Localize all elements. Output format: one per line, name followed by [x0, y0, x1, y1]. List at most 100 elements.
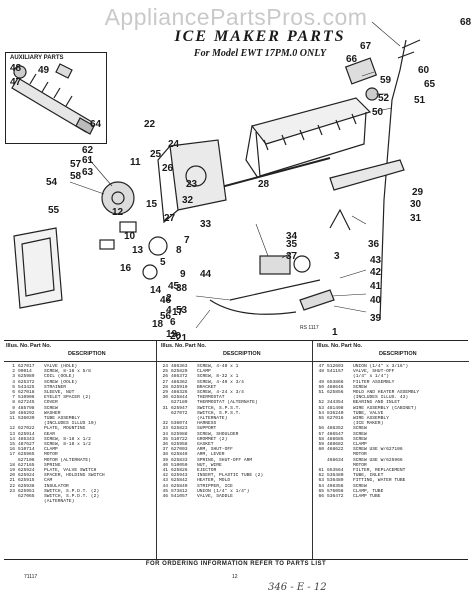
callout: 16 [120, 263, 132, 274]
part-number: 486326 [171, 390, 188, 396]
callout: 37 [286, 251, 298, 262]
callout: 61 [82, 155, 94, 166]
part-description: MOTOR (ALTERNATE) [44, 457, 91, 463]
part-number: 486363 [171, 364, 188, 369]
part-number: 541057 [171, 494, 188, 500]
callout: 20 [170, 331, 182, 342]
callout: 43 [370, 255, 382, 266]
part-number: 836240 [327, 410, 344, 416]
part-description: HARNESS [197, 421, 217, 427]
part-description: SWITCH, S.P.S.T. [197, 410, 242, 416]
part-number: 536030 [18, 416, 35, 422]
illus-number: 59 [318, 442, 324, 448]
part-description: STRAINER [44, 384, 67, 390]
part-description: SCREW (OOLE) [44, 379, 78, 385]
illus-number: 15 [9, 442, 15, 448]
illus-number: 19 [9, 468, 15, 474]
part-number: 536480 [327, 473, 344, 479]
callout: 39 [370, 313, 382, 324]
part-description: SCREW [353, 436, 367, 442]
part-description: SPRING, SHUT-OFF ARM [197, 457, 253, 463]
part-number: 468634 [327, 457, 344, 463]
part-description: SWITCH, S.P.S.T. [197, 405, 242, 411]
part-number: 627072 [171, 410, 188, 416]
part-number: 536472 [327, 494, 344, 500]
part-description: SCREW, 4-40 x 1 [197, 364, 239, 369]
callout: 28 [258, 179, 270, 190]
illus-number: 43 [162, 478, 168, 484]
illus-number: 32 [162, 421, 168, 427]
illus-number: 28 [162, 384, 168, 390]
illus-number: 1 [12, 364, 15, 369]
part-number: 625842 [171, 478, 188, 484]
callout: 36 [368, 239, 380, 250]
callout: 4 [166, 305, 172, 316]
callout: 54 [46, 177, 58, 188]
part-description: GEAR [44, 431, 56, 437]
illus-number: 35 [162, 436, 168, 442]
callout: 10 [124, 231, 136, 242]
part-description: SCREW, SHOULDER [197, 431, 239, 437]
illus-number: 22 [9, 483, 15, 489]
illus-number: 53 [318, 405, 324, 411]
header-description: DESCRIPTION [379, 351, 417, 357]
part-description: BRACKET [197, 384, 217, 390]
part-description: SCREW [44, 405, 58, 411]
part-number: 625856 [327, 390, 344, 396]
illus-number: 6 [12, 390, 15, 396]
part-number: 573812 [171, 488, 188, 494]
watermark: AppliancePartsPros.com [104, 4, 368, 30]
illus-number: 20 [9, 473, 15, 479]
page-title: ICE MAKER PARTS [174, 28, 346, 45]
document-code: 71117 [24, 574, 38, 580]
part-number: 99014 [18, 369, 32, 375]
callout: 49 [38, 65, 50, 76]
part-description: COIL (OOLE) [44, 374, 75, 380]
callout: 5 [160, 257, 166, 268]
callout: 31 [410, 213, 422, 224]
illus-number: 57 [318, 431, 324, 437]
part-description: SWITCH, S.P.D.T. (2) [44, 488, 100, 494]
part-number: 625372 [18, 379, 35, 385]
part-description: FILTER, REPLACEMENT [353, 468, 406, 474]
part-description: SCREW, 8-32 x 1 [197, 374, 239, 380]
part-number: 487627 [18, 442, 35, 448]
callout: 32 [182, 195, 194, 206]
callout: 58 [70, 171, 82, 182]
part-description: (INCLUDES ILLUS. 43) [353, 395, 409, 401]
part-description: VALVE (HOLE) [44, 364, 78, 369]
part-number: 627003 [171, 447, 188, 453]
callout: 45 [168, 281, 180, 292]
part-description: TUBE ASSEMBLY [44, 416, 80, 422]
illus-number: 38 [162, 452, 168, 458]
part-number: 627022 [18, 426, 35, 432]
illus-number: 24 [162, 364, 168, 369]
illus-number: 60 [318, 447, 324, 453]
part-number: 625947 [171, 405, 188, 411]
part-number: 488682 [327, 442, 344, 448]
table-row: (ALTERNATE) [4, 499, 156, 504]
fill-tube-icon [344, 39, 421, 321]
callout: 25 [150, 149, 162, 160]
callout: 63 [82, 167, 94, 178]
cam-icon [142, 264, 158, 280]
